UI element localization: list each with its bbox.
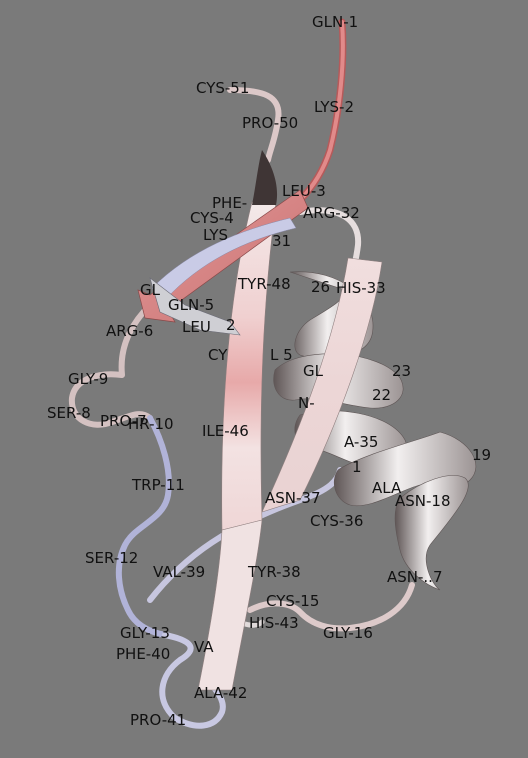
residue-label: CYS-15 — [266, 592, 319, 610]
residue-label: VAL-39 — [153, 563, 205, 581]
residue-label: 31 — [272, 232, 291, 250]
residue-label: LYS-2 — [314, 98, 354, 116]
residue-label: GLN-1 — [312, 13, 358, 31]
residue-label: GL — [303, 362, 324, 380]
residue-label: CYS-51 — [196, 79, 249, 97]
helix-turn-5 — [394, 475, 469, 591]
residue-label: 22 — [372, 386, 391, 404]
residue-label: TYR-38 — [247, 563, 301, 581]
strand-val39-ala42 — [197, 519, 263, 691]
coil-cterm — [227, 87, 282, 163]
residue-label: 1 — [352, 458, 362, 476]
residue-label: 23 — [392, 362, 411, 380]
coil-tubes — [68, 18, 415, 729]
coil-arg6-gly9 — [68, 302, 153, 428]
coil-trp11 — [115, 415, 172, 638]
residue-label: ALA — [372, 479, 402, 497]
residue-label: PHE- — [212, 194, 247, 212]
residue-label: ASN-37 — [265, 489, 321, 507]
residue-label: HIS-33 — [336, 279, 386, 297]
residue-label: SER-8 — [47, 404, 91, 422]
residue-label: LYS — [203, 226, 228, 244]
residue-label: SER-12 — [85, 549, 138, 567]
strand-lys31 — [151, 217, 297, 301]
strand-gln5 — [149, 277, 241, 336]
residue-label: LEU — [182, 318, 211, 336]
residue-label: HR-10 — [128, 415, 174, 433]
residue-label: TYR-48 — [237, 275, 291, 293]
residue-label: PRO-41 — [130, 711, 186, 729]
coil-cys15-asn17 — [247, 582, 415, 632]
residue-label: GLY-16 — [323, 624, 373, 642]
residue-label: GLY-9 — [68, 370, 108, 388]
strand-his33-asn37 — [261, 257, 383, 513]
residue-label: CY — [208, 346, 228, 364]
residue-label: GLY-13 — [120, 624, 170, 642]
residue-label: 2 — [226, 316, 236, 334]
residue-label: PRO-7 — [100, 412, 147, 430]
residue-label: ARG-32 — [303, 204, 360, 222]
residue-label: ASN-18 — [395, 492, 451, 510]
residue-label: PHE-40 — [116, 645, 170, 663]
residue-label: L 5 — [270, 346, 293, 364]
residue-label: ASN-..7 — [387, 568, 443, 586]
residue-label: CYS-4 — [190, 209, 234, 227]
residue-label: LEU-3 — [282, 182, 326, 200]
residue-label: 26 — [311, 278, 330, 296]
coil-val39 — [147, 467, 343, 603]
residue-label: ILE-46 — [202, 422, 249, 440]
residue-label: ALA-42 — [194, 684, 247, 702]
residue-labels: GLN-1 LYS-2 CYS-51 PRO-50 LEU-3 PHE- ARG… — [47, 13, 491, 729]
beta-sheet — [137, 150, 383, 691]
strand-twist-pro50 — [252, 150, 278, 205]
coil-gly13-pro41 — [159, 632, 226, 729]
residue-label: 19 — [472, 446, 491, 464]
residue-label: ARG-6 — [106, 322, 153, 340]
residue-label: CYS-36 — [310, 512, 363, 530]
residue-label: GLN-5 — [168, 296, 214, 314]
residue-label: PRO-50 — [242, 114, 298, 132]
residue-label: GL — [140, 281, 161, 299]
residue-label: N- — [298, 394, 315, 412]
residue-label: VA — [194, 638, 214, 656]
residue-label: TRP-11 — [131, 476, 185, 494]
residue-label: A-35 — [344, 433, 378, 451]
residue-label: HIS-43 — [249, 614, 299, 632]
